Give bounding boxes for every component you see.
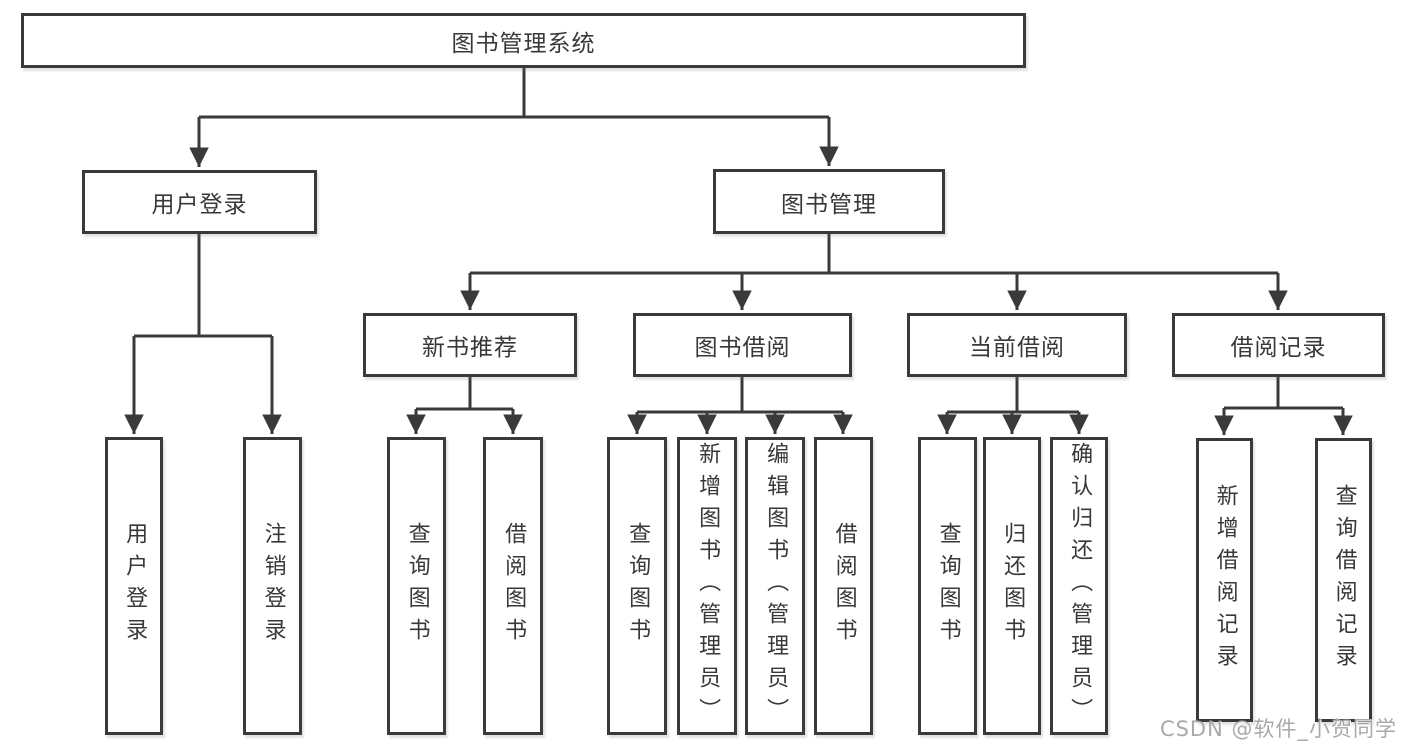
leaf-query-books-borrow-label: 查询图书 [625,522,651,650]
leaf-query-borrow-record-label: 查询借阅记录 [1331,484,1357,676]
root-node: 图书管理系统 [21,13,1026,68]
branch-book-mgmt-label: 图书管理 [781,191,877,218]
leaf-query-books-recommend-label: 查询图书 [404,522,430,650]
leaf-borrow-books: 借阅图书 [814,437,873,735]
group-book-borrow: 图书借阅 [633,313,852,377]
leaf-query-books-current: 查询图书 [918,437,977,735]
leaf-return-books: 归还图书 [983,437,1041,735]
leaf-query-books-borrow: 查询图书 [607,437,667,735]
leaf-edit-books-admin-label: 编辑图书（管理员） [763,442,789,730]
leaf-query-books-current-label: 查询图书 [935,522,961,650]
leaf-add-books-admin: 新增图书（管理员） [677,437,737,735]
csdn-watermark: CSDN @软件_小贺同学 [1159,717,1397,741]
leaf-add-borrow-record: 新增借阅记录 [1196,438,1253,722]
group-new-book-recommend-label: 新书推荐 [422,335,518,361]
group-borrow-records-label: 借阅记录 [1230,335,1327,361]
leaf-borrow-books-recommend: 借阅图书 [483,437,543,735]
group-book-borrow-label: 图书借阅 [694,335,791,361]
root-node-label: 图书管理系统 [451,30,596,57]
leaf-borrow-books-recommend-label: 借阅图书 [501,522,527,650]
leaf-user-login: 用户登录 [105,437,163,735]
leaf-logout-label: 注销登录 [260,522,286,650]
group-current-borrow-label: 当前借阅 [969,335,1065,361]
leaf-add-books-admin-label: 新增图书（管理员） [695,442,721,730]
group-new-book-recommend: 新书推荐 [363,313,577,377]
group-current-borrow: 当前借阅 [907,313,1127,377]
leaf-user-login-label: 用户登录 [122,522,148,650]
group-borrow-records: 借阅记录 [1172,313,1385,377]
branch-user-login: 用户登录 [82,170,317,234]
leaf-query-books-recommend: 查询图书 [387,437,446,735]
branch-user-login-label: 用户登录 [151,192,248,218]
leaf-return-books-label: 归还图书 [1000,522,1026,650]
leaf-query-borrow-record: 查询借阅记录 [1315,438,1372,722]
leaf-edit-books-admin: 编辑图书（管理员） [745,437,805,735]
leaf-borrow-books-label: 借阅图书 [831,522,857,650]
leaf-logout: 注销登录 [243,437,302,735]
leaf-confirm-return-admin: 确认归还（管理员） [1050,437,1108,735]
leaf-confirm-return-admin-label: 确认归还（管理员） [1067,442,1093,730]
leaf-add-borrow-record-label: 新增借阅记录 [1212,484,1238,676]
branch-book-mgmt: 图书管理 [713,169,945,234]
